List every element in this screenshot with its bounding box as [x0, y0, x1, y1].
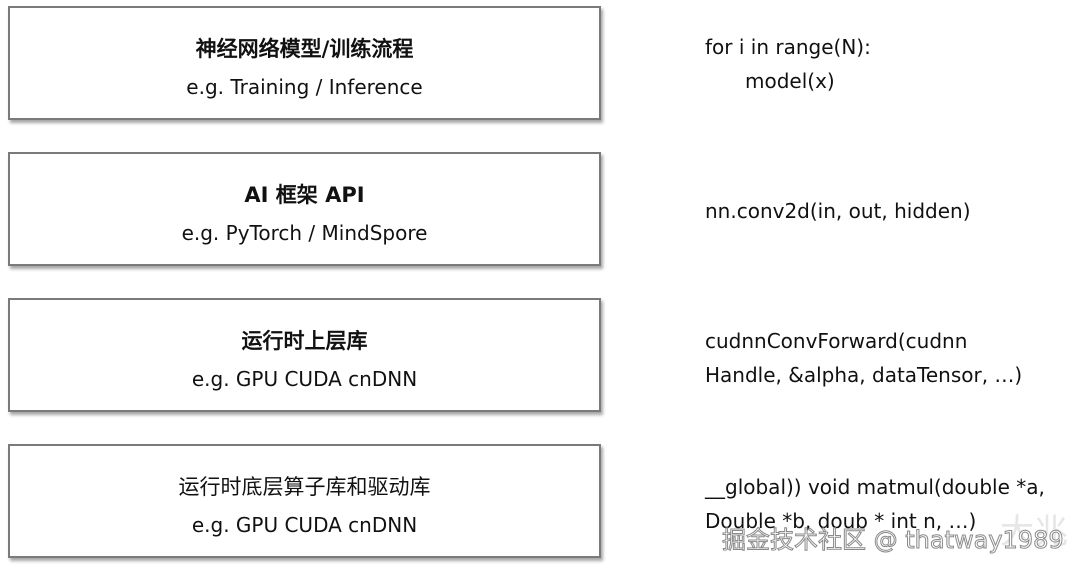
layer-box-runtime-upper-lib: 运行时上层库 e.g. GPU CUDA cnDNN [8, 298, 601, 412]
code-snippet-runtime-upper: cudnnConvForward(cudnn Handle, &alpha, d… [705, 324, 1075, 392]
layer-subtitle: e.g. GPU CUDA cnDNN [191, 513, 418, 537]
code-snippet-runtime-lower: __global)) void matmul(double *a, Double… [705, 470, 1075, 538]
code-line: Handle, &alpha, dataTensor, …) [705, 363, 1023, 387]
layer-box-ai-framework-api: AI 框架 API e.g. PyTorch / MindSpore [8, 152, 601, 266]
code-line: Double *b, doub * int n, …) [705, 509, 977, 533]
watermark-decoration: 大兆 [1000, 512, 1068, 552]
watermark: 掘金技术社区 @ thatway1989 [722, 526, 1065, 555]
code-line: model(x) [745, 69, 835, 93]
layer-title: 运行时上层库 [241, 329, 368, 353]
layer-box-runtime-lower-lib: 运行时底层算子库和驱动库 e.g. GPU CUDA cnDNN [8, 444, 601, 558]
code-line: cudnnConvForward(cudnn [705, 329, 968, 353]
code-snippet-model: for i in range(N): model(x) [705, 30, 1075, 98]
code-line: for i in range(N): [705, 35, 871, 59]
layer-title: 运行时底层算子库和驱动库 [178, 475, 431, 499]
layer-box-model-training: 神经网络模型/训练流程 e.g. Training / Inference [8, 6, 601, 120]
code-line: nn.conv2d(in, out, hidden) [705, 199, 971, 223]
layer-subtitle: e.g. Training / Inference [186, 75, 423, 99]
layer-title: AI 框架 API [244, 183, 365, 207]
code-line: __global)) void matmul(double *a, [705, 475, 1045, 499]
code-snippet-framework: nn.conv2d(in, out, hidden) [705, 194, 1075, 228]
layer-subtitle: e.g. PyTorch / MindSpore [181, 221, 428, 245]
layer-title: 神经网络模型/训练流程 [195, 37, 414, 61]
layer-subtitle: e.g. GPU CUDA cnDNN [191, 367, 418, 391]
